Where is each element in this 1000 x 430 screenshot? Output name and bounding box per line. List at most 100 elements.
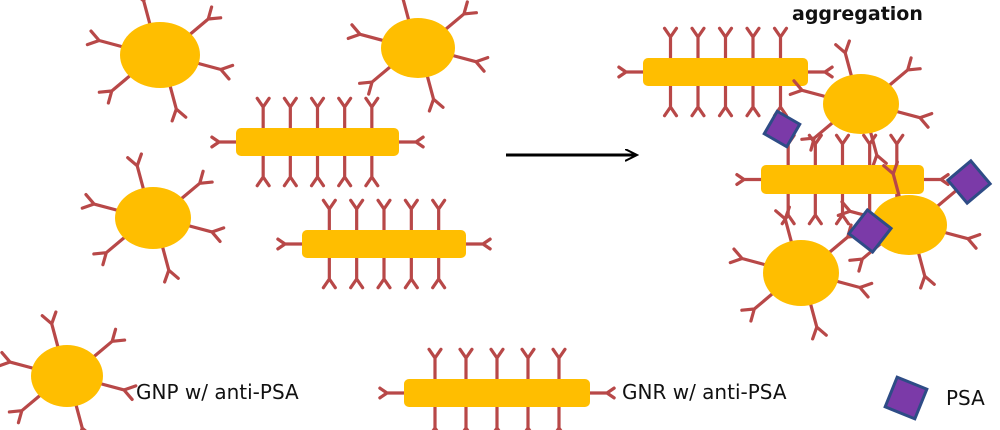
antibody-icon	[186, 5, 223, 38]
antibody-icon	[40, 310, 61, 351]
antibody-icon	[282, 153, 298, 188]
antibody-icon	[774, 205, 794, 246]
antibody-icon	[772, 26, 789, 61]
antibody-icon	[140, 0, 153, 28]
antibody-icon	[862, 133, 878, 168]
antibody-icon	[321, 198, 337, 233]
gnp-particle	[80, 152, 226, 284]
antibody-icon	[160, 243, 180, 284]
antibody-icon	[425, 72, 445, 113]
gnp-particle	[728, 205, 874, 341]
antibody-icon	[458, 347, 474, 382]
antibody-icon	[740, 290, 776, 323]
gnr-legend-icon	[378, 347, 616, 430]
antibody-icon	[893, 109, 934, 129]
antibody-icon	[916, 249, 936, 290]
antibody-icon	[807, 133, 823, 168]
antibody-icon	[662, 26, 679, 61]
antibody-icon	[167, 82, 188, 123]
antibody-icon	[555, 404, 563, 430]
antibody-icon	[868, 128, 888, 169]
antibody-icon	[92, 234, 128, 267]
antibody-icon	[80, 192, 121, 213]
antibody-icon	[349, 255, 365, 290]
antibody-icon	[463, 237, 492, 251]
antibody-icon	[520, 347, 536, 382]
antibody-icon	[735, 173, 764, 186]
gnr-particle	[276, 198, 492, 290]
antibody-icon	[427, 347, 443, 382]
antibody-icon	[808, 300, 828, 341]
antibody-icon	[376, 198, 392, 233]
antibody-icon	[358, 63, 394, 96]
antibody-icon	[194, 61, 235, 81]
antibody-icon	[376, 255, 392, 290]
antibody-icon	[941, 230, 982, 250]
gnp-particle	[788, 39, 934, 169]
antibody-icon	[396, 135, 425, 149]
antibody-icon	[403, 255, 419, 290]
antibody-icon	[690, 83, 706, 118]
antibody-icon	[805, 65, 834, 79]
antibody-icon	[717, 83, 734, 118]
antibody-icon	[442, 0, 478, 33]
antibody-icon	[73, 401, 87, 430]
antibody-icon	[587, 386, 616, 400]
psa-antigen-icon	[846, 207, 894, 255]
antibody-icon	[431, 404, 439, 430]
antibody-icon	[346, 23, 387, 43]
antibody-icon	[745, 26, 761, 61]
antibody-icon	[282, 96, 298, 131]
antibody-icon	[364, 96, 380, 131]
antibody-icon	[728, 247, 769, 267]
antibody-icon	[462, 404, 470, 430]
gnp-particle	[85, 0, 235, 123]
gnr-particle	[617, 26, 834, 118]
antibody-icon	[255, 96, 271, 131]
antibody-icon	[431, 198, 447, 233]
antibody-icon	[807, 191, 823, 226]
antibody-icon	[886, 56, 922, 89]
antibody-icon	[349, 198, 365, 233]
antibody-icon	[210, 135, 239, 149]
antibody-icon	[921, 173, 950, 186]
antibody-icon	[178, 169, 214, 202]
antibody-icon	[449, 53, 490, 73]
antibody-icon	[834, 39, 854, 80]
antibody-icon	[833, 279, 874, 299]
antibody-icon	[788, 79, 829, 99]
gnr-particle	[210, 96, 425, 188]
antibody-icon	[690, 26, 706, 61]
antibody-icon	[403, 198, 419, 233]
antibody-icon	[800, 119, 836, 152]
antibody-icon	[882, 160, 902, 201]
antibody-icon	[0, 350, 37, 371]
antibody-icon	[617, 65, 646, 79]
antibody-icon	[309, 153, 326, 188]
antibody-icon	[321, 255, 337, 290]
antibody-icon	[745, 83, 761, 118]
psa-legend-icon	[883, 375, 929, 421]
antibody-icon	[185, 223, 226, 244]
antibody-icon	[337, 153, 353, 188]
antibody-icon	[364, 153, 380, 188]
antibody-icon	[524, 404, 532, 430]
antibody-icon	[309, 96, 326, 131]
gnp-particle	[346, 0, 490, 113]
antibody-icon	[493, 404, 501, 430]
antibody-icon	[255, 153, 271, 188]
antibody-icon	[7, 392, 44, 425]
antibody-icon	[276, 237, 305, 251]
psa-legend-label: PSA	[946, 386, 985, 410]
antibody-icon	[401, 0, 411, 24]
antibody-icon	[834, 133, 851, 168]
antibody-icon	[551, 347, 567, 382]
antibody-icon	[85, 29, 126, 49]
antibody-icon	[431, 255, 447, 290]
antibody-icon	[97, 72, 134, 105]
gnr-legend-label: GNR w/ anti-PSA	[622, 380, 787, 404]
gnp-legend-icon	[0, 310, 138, 430]
psa-antigen-icon	[945, 158, 993, 206]
antibody-icon	[489, 347, 505, 382]
